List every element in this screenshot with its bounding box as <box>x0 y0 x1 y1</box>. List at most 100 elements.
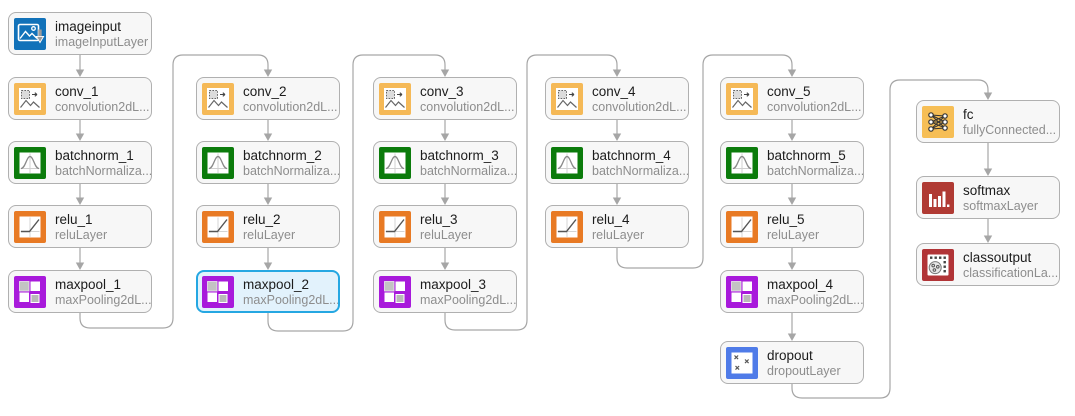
arrowhead-icon <box>263 197 273 205</box>
connector-maxpool_1-to-conv_2[interactable] <box>79 54 269 329</box>
layer-subtitle: imageInputLayer <box>55 34 149 49</box>
layer-title: imageinput <box>55 18 122 34</box>
layer-subtitle: batchNormaliza... <box>592 163 688 178</box>
arrowhead-icon <box>440 69 450 77</box>
layer-subtitle: classificationLa... <box>963 265 1059 280</box>
layer-title: maxpool_4 <box>767 276 834 292</box>
layer-title: batchnorm_2 <box>243 147 322 163</box>
maxpool-icon <box>726 275 758 308</box>
fully-connected-icon <box>922 105 954 138</box>
layer-title: conv_3 <box>420 83 464 99</box>
layer-subtitle: convolution2dL... <box>55 99 150 114</box>
maxpool-icon <box>202 275 234 308</box>
batch-normalization-icon <box>202 146 234 179</box>
layer-title: softmax <box>963 182 1011 198</box>
relu-icon <box>726 210 758 243</box>
arrowhead-icon <box>75 197 85 205</box>
arrowhead-icon <box>440 133 450 141</box>
layer-subtitle: reluLayer <box>767 227 820 242</box>
dropout-icon <box>726 346 758 379</box>
connector-maxpool_2-to-conv_3[interactable] <box>267 54 446 332</box>
layer-title: conv_4 <box>592 83 636 99</box>
arrowhead-icon <box>612 69 622 77</box>
arrowhead-icon <box>983 235 993 243</box>
arrowhead-icon <box>263 133 273 141</box>
arrowhead-icon <box>983 168 993 176</box>
layer-subtitle: reluLayer <box>55 227 108 242</box>
layer-subtitle: maxPooling2dL... <box>420 292 516 307</box>
layer-subtitle: batchNormaliza... <box>420 163 516 178</box>
layer-title: batchnorm_3 <box>420 147 499 163</box>
layer-subtitle: convolution2dL... <box>243 99 338 114</box>
layer-title: relu_1 <box>55 211 93 227</box>
arrowhead-icon <box>787 133 797 141</box>
connector-maxpool_3-to-conv_4[interactable] <box>444 54 618 331</box>
arrowhead-icon <box>263 262 273 270</box>
connector-dropout-to-fc[interactable] <box>791 79 989 399</box>
layer-subtitle: softmaxLayer <box>963 198 1039 213</box>
layer-title: relu_3 <box>420 211 458 227</box>
arrowhead-icon <box>75 133 85 141</box>
layer-subtitle: batchNormaliza... <box>243 163 339 178</box>
layer-subtitle: dropoutLayer <box>767 363 841 378</box>
maxpool-icon <box>379 275 411 308</box>
layer-subtitle: batchNormaliza... <box>767 163 863 178</box>
convolution2d-icon <box>551 82 583 115</box>
layer-title: batchnorm_1 <box>55 147 134 163</box>
layer-subtitle: reluLayer <box>592 227 645 242</box>
arrowhead-icon <box>440 262 450 270</box>
convolution2d-icon <box>726 82 758 115</box>
layer-title: dropout <box>767 347 813 363</box>
arrowhead-icon <box>787 262 797 270</box>
arrowhead-icon <box>612 133 622 141</box>
layer-title: conv_2 <box>243 83 287 99</box>
arrowhead-icon <box>263 69 273 77</box>
arrowhead-icon <box>787 69 797 77</box>
arrowhead-icon <box>983 92 993 100</box>
maxpool-icon <box>14 275 46 308</box>
layer-subtitle: reluLayer <box>420 227 473 242</box>
connector-relu_4-to-conv_5[interactable] <box>616 54 793 269</box>
